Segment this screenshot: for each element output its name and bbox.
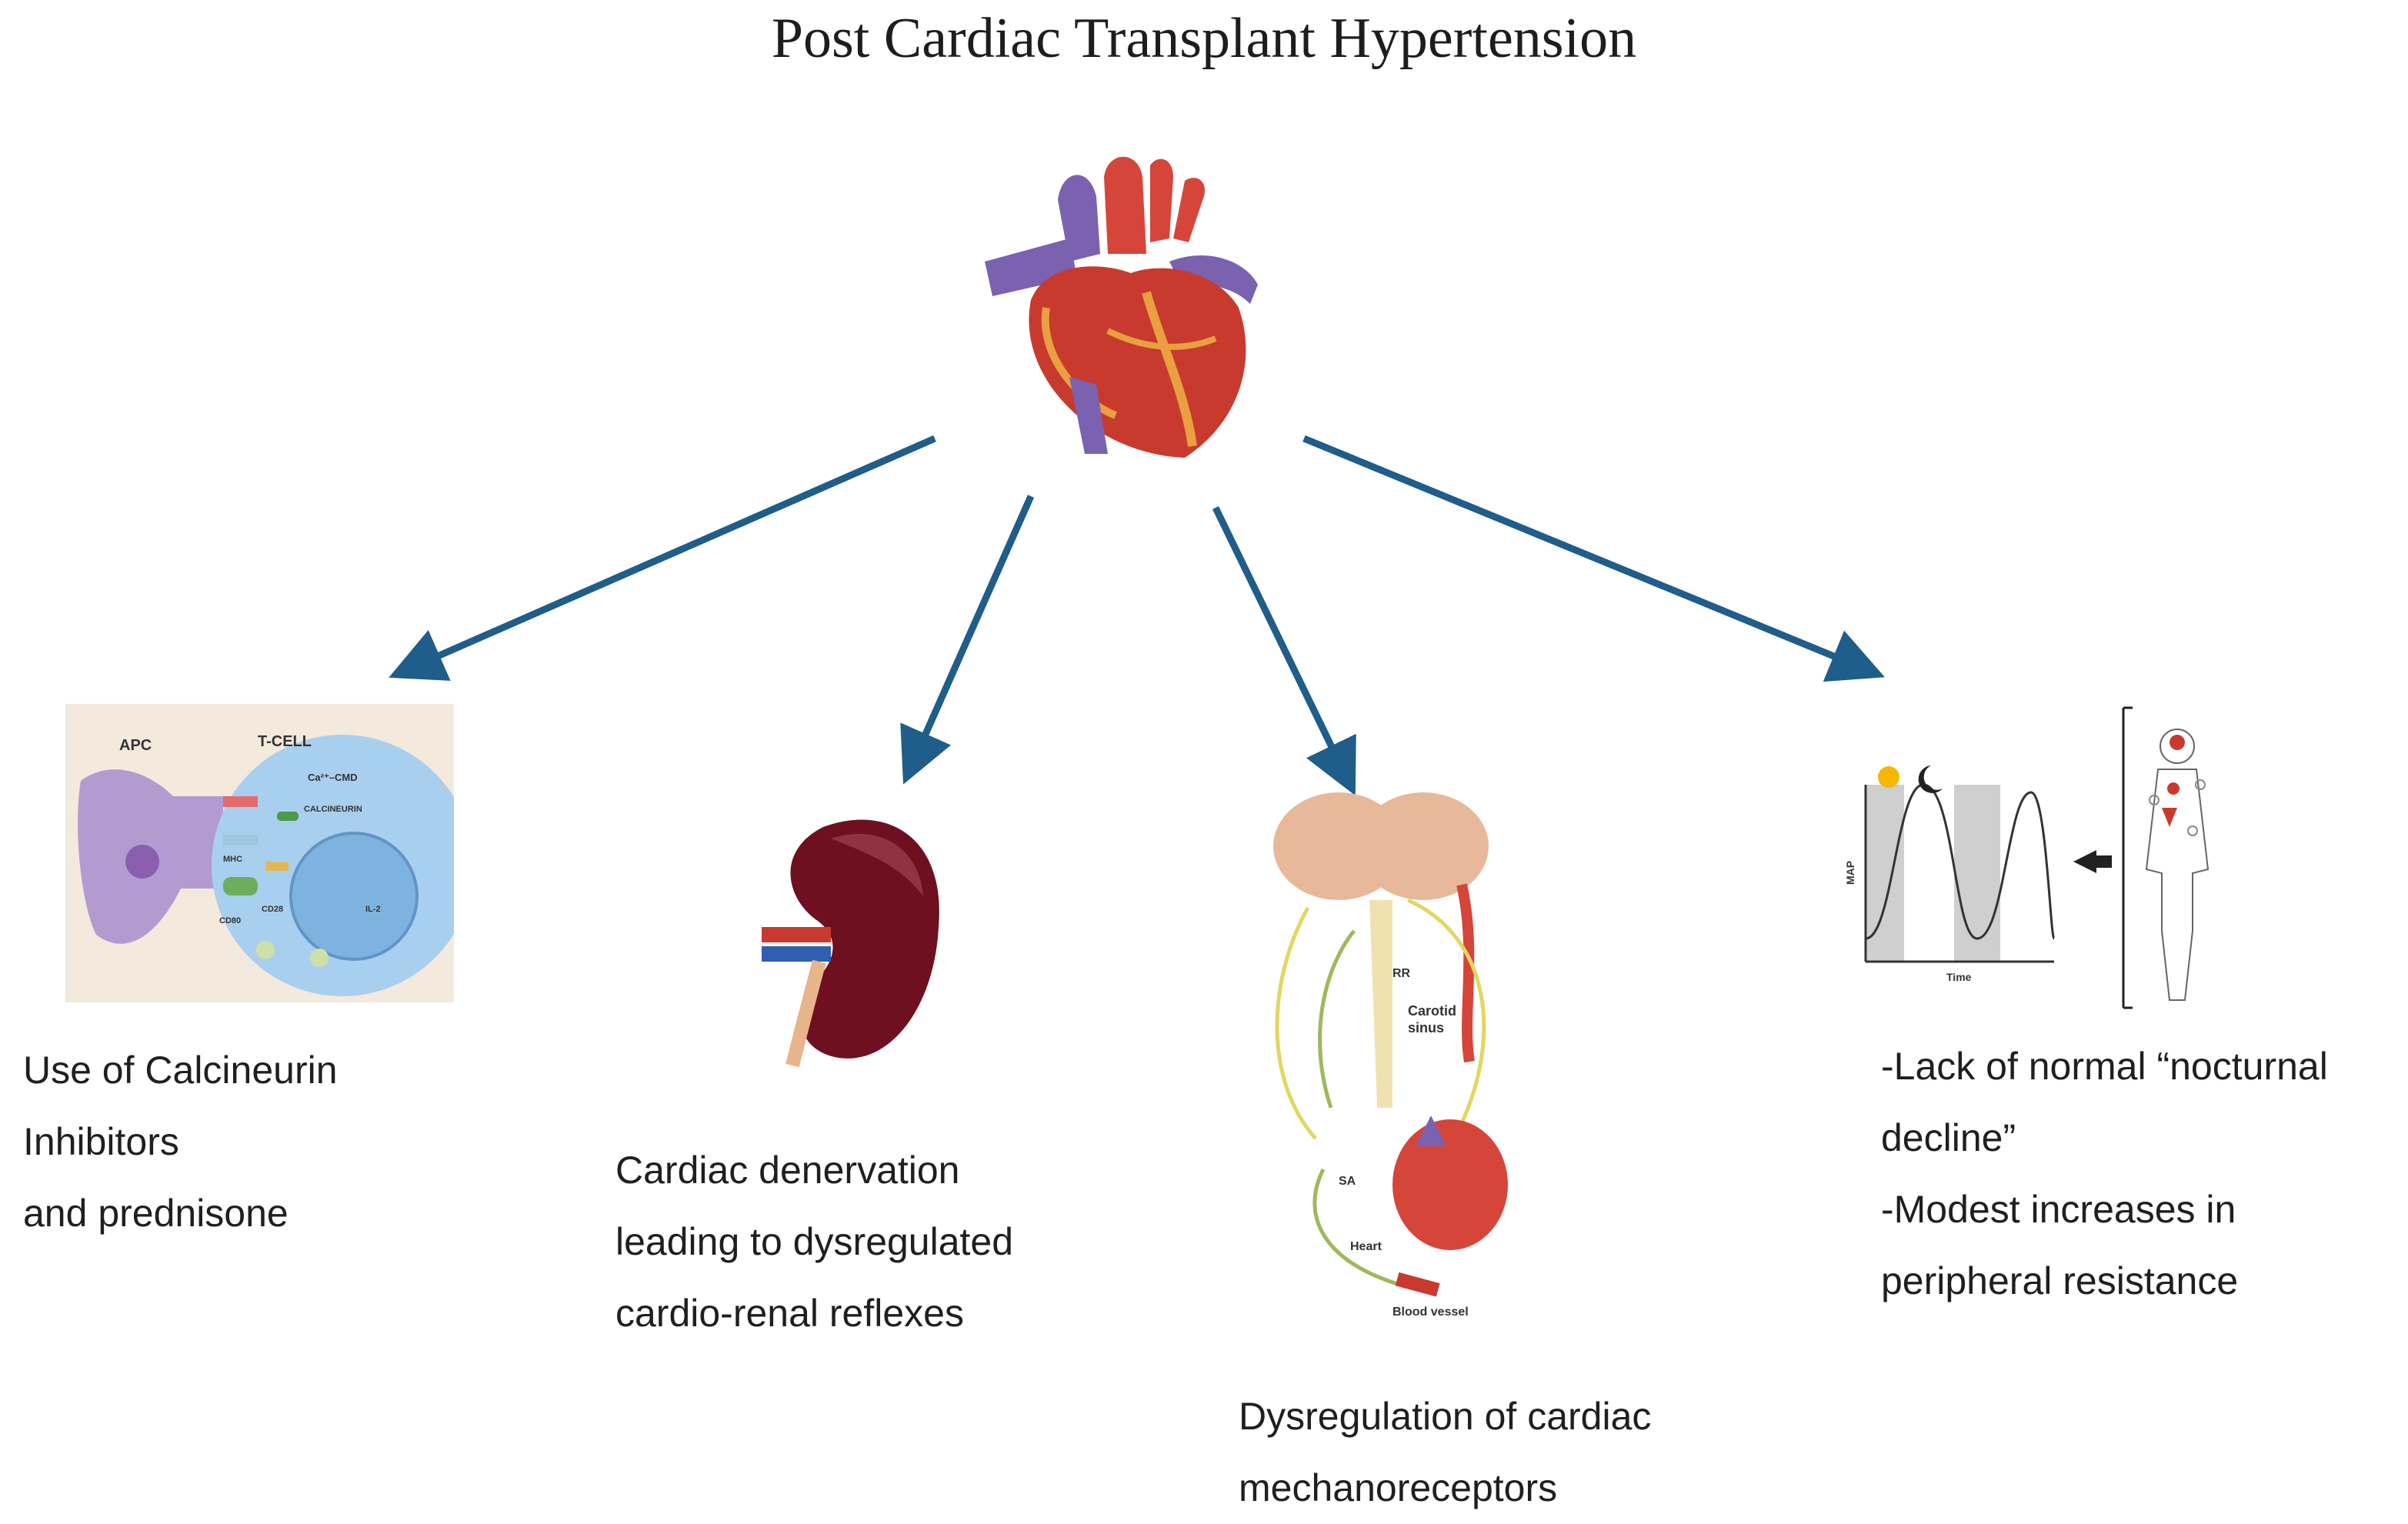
caption-kidney-line-2: leading to dysregulated: [615, 1220, 1014, 1263]
caption-circadian-line-4: peripheral resistance: [1881, 1259, 2239, 1302]
arrow-to-immune: [389, 435, 936, 681]
label-ca: Ca²⁺–CMD: [308, 772, 358, 783]
label-rr: RR: [1392, 967, 1411, 980]
caption-mechanoreceptors-line-1: Dysregulation of cardiac: [1239, 1395, 1652, 1438]
chart-y-label: MAP: [1844, 861, 1856, 885]
label-blood-vessel: Blood vessel: [1392, 1306, 1469, 1319]
heart-illustration: [985, 156, 1258, 458]
circadian-illustration: MAP Time: [1844, 706, 2210, 1009]
caption-mechanoreceptors: Dysregulation of cardiac mechanoreceptor…: [1239, 1381, 1651, 1524]
caption-mechanoreceptors-line-2: mechanoreceptors: [1239, 1466, 1558, 1509]
caption-immune-line-1: Use of Calcineurin: [23, 1049, 338, 1092]
label-heart: Heart: [1350, 1240, 1382, 1253]
label-apc: APC: [119, 737, 152, 754]
caption-immune-line-3: and prednisone: [23, 1192, 288, 1235]
caption-kidney-line-1: Cardiac denervation: [615, 1149, 960, 1192]
caption-immune: Use of Calcineurin Inhibitors and predni…: [23, 1035, 338, 1249]
caption-circadian-line-2: decline”: [1881, 1116, 2016, 1159]
diagram-title: Post Cardiac Transplant Hypertension: [771, 7, 1637, 70]
caption-kidney-line-3: cardio-renal reflexes: [615, 1292, 964, 1335]
kidney-illustration: [762, 819, 939, 1068]
label-cd28: CD28: [262, 905, 283, 914]
chart-x-label: Time: [1946, 971, 1972, 983]
label-sa: SA: [1339, 1175, 1356, 1188]
label-calcineurin: CALCINEURIN: [304, 805, 362, 814]
label-carotid: Carotid: [1408, 1003, 1456, 1019]
caption-circadian: -Lack of normal “nocturnal decline” -Mod…: [1881, 1031, 2328, 1317]
arrow-to-brain: [1212, 506, 1356, 796]
caption-immune-line-2: Inhibitors: [23, 1120, 179, 1163]
caption-circadian-line-3: -Modest increases in: [1881, 1188, 2236, 1231]
label-cd80: CD80: [219, 916, 241, 925]
caption-kidney: Cardiac denervation leading to dysregula…: [615, 1135, 1013, 1349]
baroreflex-illustration: Carotid sinus RR SA Heart Blood vessel: [1273, 792, 1508, 1319]
label-sinus: sinus: [1408, 1020, 1444, 1035]
arrow-to-kidney: [900, 495, 1035, 785]
immune-synapse-illustration: APC T-CELL Ca²⁺–CMD CALCINEURIN MHC CD28…: [65, 704, 454, 1002]
arrow-to-circadian: [1302, 435, 1885, 682]
label-il2: IL-2: [365, 905, 381, 914]
label-tcell: T-CELL: [258, 733, 312, 750]
label-mhc: MHC: [223, 855, 242, 864]
caption-circadian-line-1: -Lack of normal “nocturnal: [1881, 1045, 2328, 1088]
